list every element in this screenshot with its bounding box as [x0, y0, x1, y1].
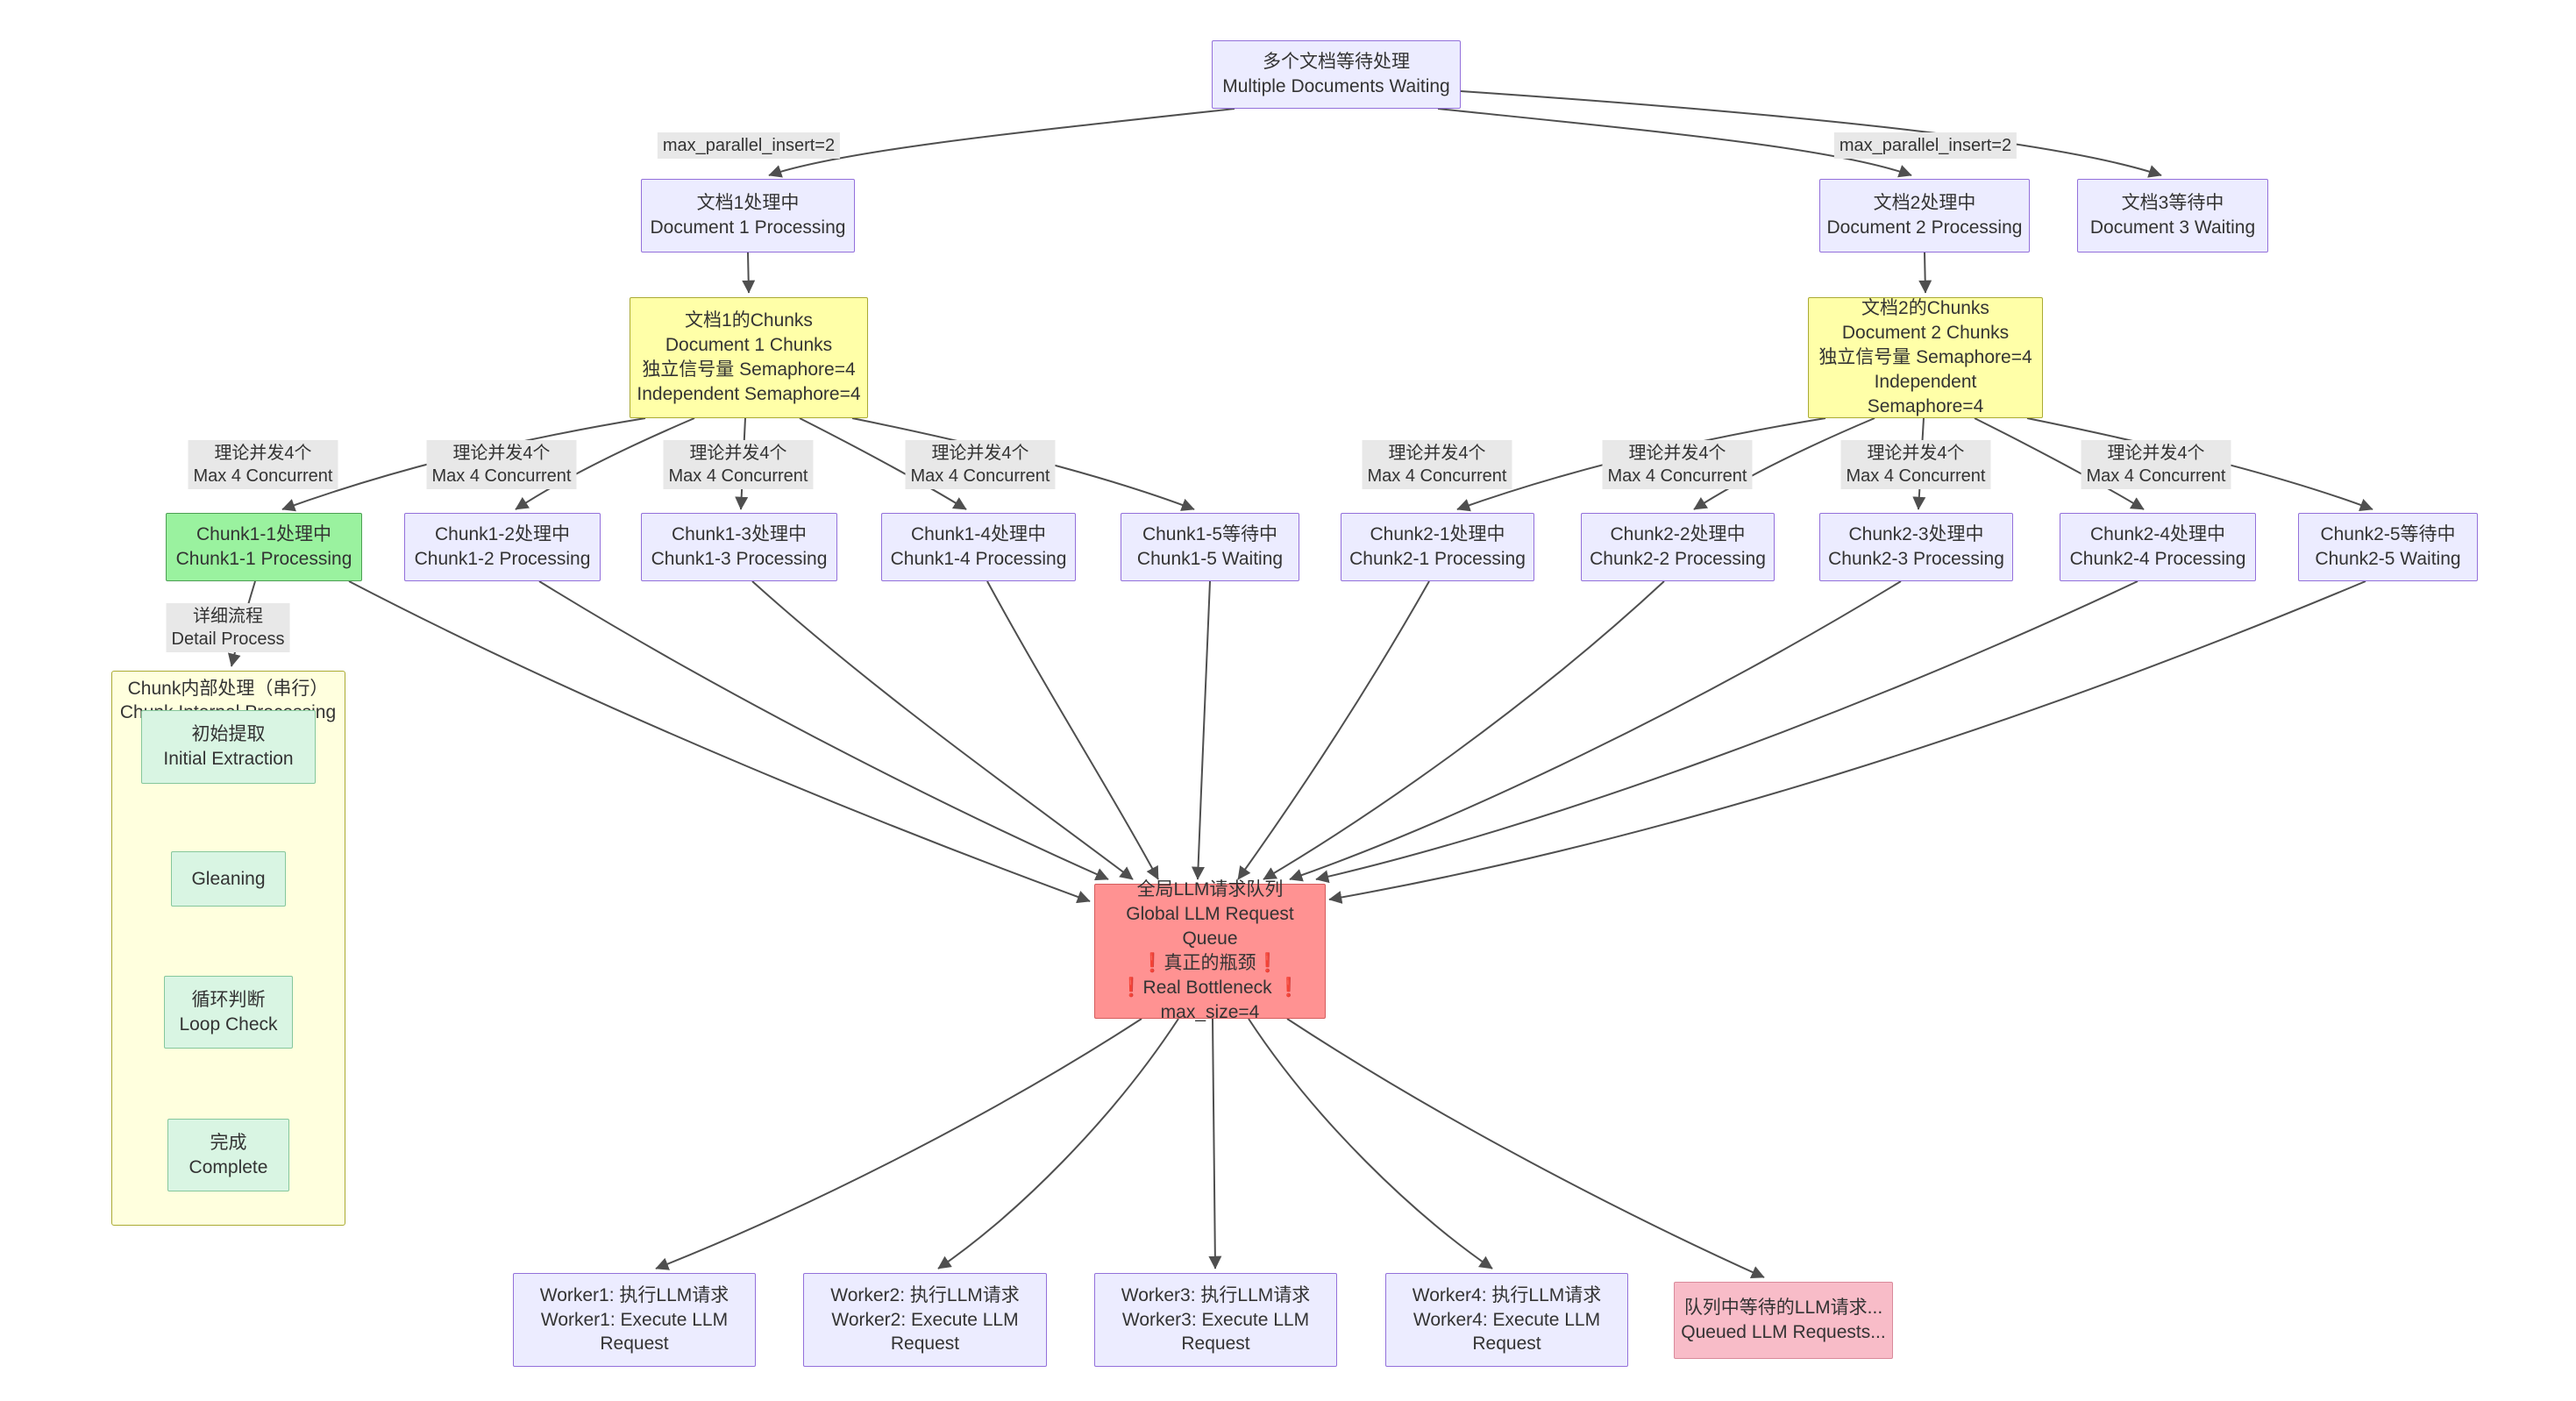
edge-label-max4-concurrent-6: 理论并发4个 Max 4 Concurrent: [1602, 440, 1753, 489]
edge-queue-worker3: [1208, 1018, 1222, 1269]
edge-label-detail-process: 详细流程 Detail Process: [166, 603, 290, 652]
node-chunk2-1-processing: Chunk2-1处理中 Chunk2-1 Processing: [1341, 513, 1534, 581]
edge-label-max-parallel-insert-right: max_parallel_insert=2: [1833, 132, 2017, 159]
node-chunk2-5-waiting: Chunk2-5等待中 Chunk2-5 Waiting: [2298, 513, 2478, 581]
node-chunk2-2-processing: Chunk2-2处理中 Chunk2-2 Processing: [1581, 513, 1775, 581]
edge-c11-queue: [348, 580, 1091, 904]
node-worker3: Worker3: 执行LLM请求 Worker3: Execute LLM Re…: [1094, 1273, 1337, 1367]
edge-label-max4-concurrent-7: 理论并发4个 Max 4 Concurrent: [1840, 440, 1991, 489]
edge-doc1-chunks1: [742, 252, 756, 294]
node-chunk1-1-processing: Chunk1-1处理中 Chunk1-1 Processing: [166, 513, 362, 581]
edge-c21-queue: [1237, 580, 1430, 880]
edge-multidoc-doc3: [1460, 90, 2162, 178]
edge-c13-queue: [751, 580, 1134, 880]
node-gleaning: Gleaning: [171, 851, 286, 907]
edge-chunks2-c24: [1974, 417, 2145, 510]
edge-c24-queue: [1315, 580, 2138, 884]
edge-chunks1-c14: [799, 417, 967, 510]
node-chunk2-3-processing: Chunk2-3处理中 Chunk2-3 Processing: [1819, 513, 2013, 581]
edge-queue-worker1: [655, 1018, 1142, 1270]
edge-queue-worker2: [937, 1018, 1179, 1269]
node-global-llm-request-queue: 全局LLM请求队列 Global LLM Request Queue ❗真正的瓶…: [1094, 879, 1326, 1022]
edge-chunks2-c22: [1693, 417, 1875, 510]
node-document1-processing: 文档1处理中 Document 1 Processing: [641, 179, 855, 252]
node-complete: 完成 Complete: [167, 1119, 289, 1191]
edge-label-max4-concurrent-5: 理论并发4个 Max 4 Concurrent: [1362, 440, 1512, 489]
node-loop-check: 循环判断 Loop Check: [164, 976, 293, 1049]
edge-c14-queue: [986, 580, 1159, 880]
edge-queue-worker4: [1248, 1018, 1493, 1269]
node-queued-llm-requests: 队列中等待的LLM请求... Queued LLM Requests...: [1674, 1282, 1893, 1359]
edge-label-max-parallel-insert-left: max_parallel_insert=2: [657, 132, 841, 159]
edge-label-max4-concurrent-3: 理论并发4个 Max 4 Concurrent: [663, 440, 814, 489]
edge-c25-queue: [1328, 580, 2366, 904]
node-chunk1-4-processing: Chunk1-4处理中 Chunk1-4 Processing: [881, 513, 1076, 581]
node-worker2: Worker2: 执行LLM请求 Worker2: Execute LLM Re…: [803, 1273, 1047, 1367]
edge-label-max4-concurrent-8: 理论并发4个 Max 4 Concurrent: [2081, 440, 2231, 489]
edge-c15-queue: [1192, 580, 1211, 880]
edge-multidoc-doc1: [768, 108, 1235, 178]
node-document2-chunks: 文档2的Chunks Document 2 Chunks 独立信号量 Semap…: [1808, 297, 2043, 418]
edge-label-max4-concurrent-2: 理论并发4个 Max 4 Concurrent: [426, 440, 577, 489]
edge-c22-queue: [1263, 580, 1665, 880]
node-worker4: Worker4: 执行LLM请求 Worker4: Execute LLM Re…: [1385, 1273, 1628, 1367]
node-document3-waiting: 文档3等待中 Document 3 Waiting: [2077, 179, 2268, 252]
edge-c12-queue: [538, 580, 1109, 881]
node-initial-extraction: 初始提取 Initial Extraction: [141, 710, 316, 784]
edge-multidoc-doc2: [1437, 108, 1912, 178]
edge-label-max4-concurrent-4: 理论并发4个 Max 4 Concurrent: [905, 440, 1056, 489]
edge-queue-queued: [1286, 1018, 1765, 1278]
node-chunk1-2-processing: Chunk1-2处理中 Chunk1-2 Processing: [404, 513, 601, 581]
node-document2-processing: 文档2处理中 Document 2 Processing: [1819, 179, 2030, 252]
edge-c23-queue: [1289, 580, 1902, 882]
node-chunk1-5-waiting: Chunk1-5等待中 Chunk1-5 Waiting: [1121, 513, 1299, 581]
node-worker1: Worker1: 执行LLM请求 Worker1: Execute LLM Re…: [513, 1273, 756, 1367]
node-multiple-documents-waiting: 多个文档等待处理 Multiple Documents Waiting: [1212, 40, 1461, 109]
node-document1-chunks: 文档1的Chunks Document 1 Chunks 独立信号量 Semap…: [630, 297, 868, 418]
edge-label-max4-concurrent-1: 理论并发4个 Max 4 Concurrent: [188, 440, 338, 489]
edge-chunks1-c12: [515, 417, 695, 510]
node-chunk1-3-processing: Chunk1-3处理中 Chunk1-3 Processing: [641, 513, 837, 581]
node-chunk2-4-processing: Chunk2-4处理中 Chunk2-4 Processing: [2060, 513, 2256, 581]
